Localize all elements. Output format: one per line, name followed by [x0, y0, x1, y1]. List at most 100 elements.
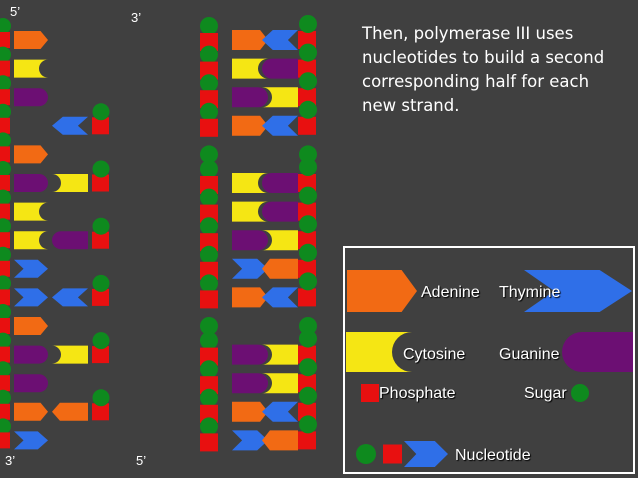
phosphate-icon — [200, 176, 218, 194]
legend-cytosine-label: Cytosine — [403, 346, 466, 363]
sugar-icon — [200, 360, 218, 379]
sugar-icon — [299, 100, 317, 119]
thymine-base — [404, 441, 448, 467]
guanine-base — [262, 173, 298, 193]
guanine-base — [14, 374, 48, 393]
phosphate-icon — [92, 117, 109, 135]
sugar-icon — [0, 218, 11, 235]
sugar-icon — [0, 275, 11, 292]
sugar-icon — [92, 274, 110, 292]
cytosine-base — [262, 373, 298, 394]
phosphate-icon — [298, 116, 316, 135]
sugar-icon — [299, 43, 317, 62]
sugar-icon — [0, 389, 11, 406]
phosphate-icon — [0, 60, 10, 77]
guanine-base — [562, 332, 634, 372]
guanine-base — [14, 345, 48, 364]
thymine-base — [52, 288, 88, 307]
sugar-icon — [200, 74, 218, 93]
adenine-base — [14, 317, 48, 335]
adenine-base — [14, 31, 48, 49]
phosphate-icon — [0, 403, 10, 420]
sugar-icon — [200, 388, 218, 407]
cytosine-base — [14, 231, 48, 250]
sugar-icon — [299, 317, 317, 335]
phosphate-icon — [0, 260, 10, 277]
sugar-icon — [0, 332, 11, 349]
phosphate-icon — [0, 346, 10, 363]
sugar-icon — [200, 145, 218, 164]
guanine-base — [14, 174, 48, 192]
legend-guanine-label: Guanine — [499, 346, 560, 363]
thymine-base — [262, 401, 298, 422]
cytosine-base — [52, 174, 88, 192]
sugar-icon — [571, 384, 589, 402]
thymine-base — [262, 287, 298, 308]
guanine-base — [232, 230, 268, 251]
phosphate-icon — [200, 204, 218, 223]
sugar-icon — [200, 17, 218, 35]
adenine-base — [347, 270, 417, 312]
cytosine-base — [52, 345, 88, 364]
adenine-base — [232, 115, 268, 136]
cytosine-base — [14, 59, 48, 78]
phosphate-icon — [200, 433, 218, 452]
guanine-base — [262, 201, 298, 222]
phosphate-icon — [200, 233, 218, 252]
sugar-icon — [200, 331, 218, 350]
cytosine-base — [346, 332, 412, 372]
phosphate-icon — [298, 288, 316, 307]
phosphate-icon — [200, 118, 218, 137]
phosphate-icon — [200, 404, 218, 423]
cytosine-base — [262, 230, 298, 251]
sugar-icon — [200, 188, 218, 207]
right-dna-strand — [200, 15, 317, 452]
sugar-icon — [0, 18, 11, 34]
thymine-base — [262, 115, 298, 136]
phosphate-icon — [200, 290, 218, 309]
phosphate-icon — [0, 32, 10, 48]
legend-adenine-label: Adenine — [421, 284, 480, 301]
sugar-icon — [0, 189, 11, 206]
sugar-icon — [92, 389, 110, 407]
adenine-base — [262, 258, 298, 279]
sugar-icon — [0, 46, 11, 63]
cytosine-base — [232, 173, 268, 193]
cytosine-base — [232, 58, 268, 79]
sugar-icon — [200, 317, 218, 335]
strand-label-top-right: 3’ — [131, 10, 142, 25]
adenine-base — [14, 402, 48, 421]
sugar-icon — [299, 15, 317, 33]
sugar-icon — [0, 132, 11, 149]
thymine-base — [262, 30, 298, 50]
sugar-icon — [0, 246, 11, 263]
sugar-icon — [0, 304, 11, 320]
sugar-icon — [0, 161, 11, 177]
legend-thymine-label: Thymine — [499, 284, 561, 301]
sugar-icon — [92, 103, 110, 121]
sugar-icon — [0, 103, 11, 120]
phosphate-icon — [92, 174, 109, 192]
phosphate-icon — [92, 231, 109, 249]
sugar-icon — [356, 444, 376, 464]
legend-shapes — [346, 270, 634, 467]
phosphate-icon — [361, 384, 379, 402]
sugar-icon — [92, 332, 110, 350]
thymine-base — [232, 430, 268, 451]
left-dna-strand — [0, 18, 110, 450]
adenine-base — [232, 30, 268, 50]
sugar-icon — [299, 415, 317, 434]
phosphate-icon — [0, 146, 10, 163]
adenine-base — [232, 287, 268, 308]
thymine-base — [14, 259, 48, 278]
phosphate-icon — [92, 288, 109, 306]
phosphate-icon — [92, 403, 109, 421]
sugar-icon — [200, 274, 218, 293]
sugar-icon — [0, 418, 11, 435]
sugar-icon — [299, 215, 317, 234]
guanine-base — [232, 344, 268, 365]
cytosine-base — [232, 201, 268, 222]
legend-nucleotide-label: Nucleotide — [455, 447, 531, 464]
thymine-base — [14, 288, 48, 307]
